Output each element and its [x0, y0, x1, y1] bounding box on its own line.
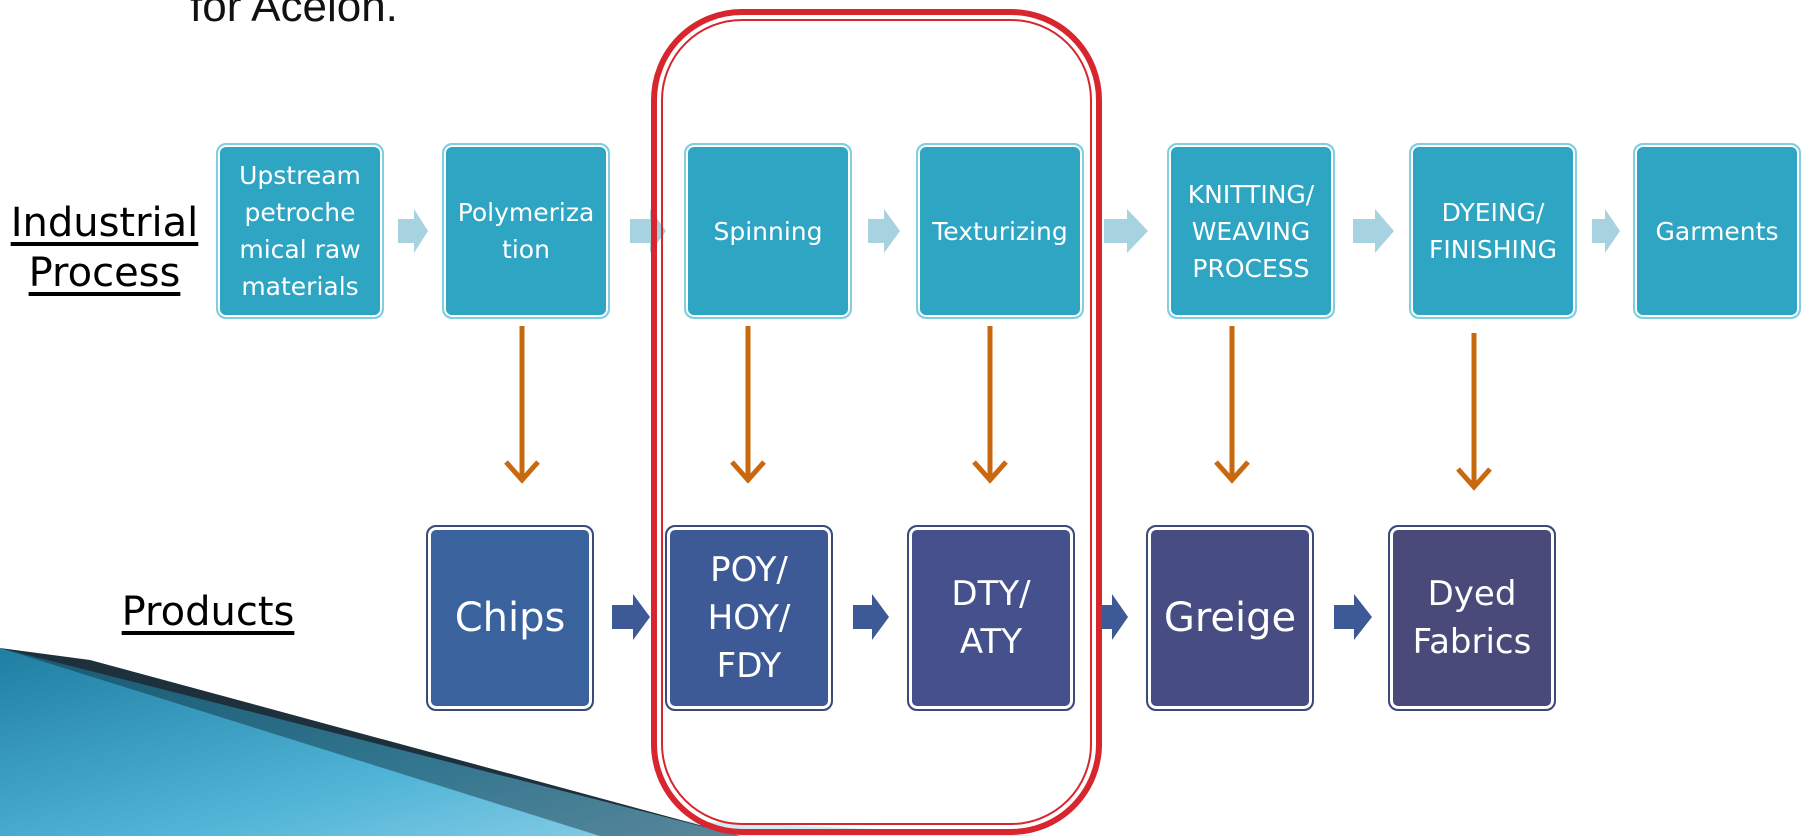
- process-arrow-6: [1592, 209, 1620, 253]
- product-greige: Greige: [1146, 525, 1314, 711]
- process-arrow-2: [630, 209, 666, 253]
- highlight-frame: [651, 9, 1102, 835]
- process-step-garments: Garments: [1633, 143, 1801, 319]
- product-arrow-3: [1098, 594, 1128, 640]
- slide-heading-fragment: for Acelon.: [190, 0, 398, 31]
- product-chips: Chips: [426, 525, 594, 711]
- highlight-frame-inner: [661, 19, 1092, 825]
- process-step-upstream: Upstream petroche mical raw materials: [216, 143, 384, 319]
- process-arrow-4: [1104, 209, 1148, 253]
- process-step-polymerization: Polymeriza tion: [442, 143, 610, 319]
- down-arrow-knitting: [1214, 326, 1250, 484]
- down-arrow-polymerization: [504, 326, 540, 484]
- product-poy-hoy-fdy: POY/ HOY/ FDY: [665, 525, 833, 711]
- down-arrow-texturizing: [972, 326, 1008, 484]
- process-arrow-3: [868, 209, 900, 253]
- products-label: Products: [121, 589, 295, 635]
- process-arrow-5: [1353, 209, 1394, 253]
- product-arrow-1: [612, 594, 650, 640]
- product-arrow-4: [1334, 594, 1372, 640]
- industrial-process-label: Industrial Process: [10, 200, 199, 296]
- process-step-dyeing-finishing: DYEING/ FINISHING: [1409, 143, 1577, 319]
- product-arrow-2: [853, 594, 889, 640]
- process-step-spinning: Spinning: [684, 143, 852, 319]
- process-step-knitting-weaving: KNITTING/ WEAVING PROCESS: [1167, 143, 1335, 319]
- process-arrow-1: [398, 209, 428, 253]
- down-arrow-spinning: [730, 326, 766, 484]
- down-arrow-dyeing: [1456, 333, 1492, 491]
- product-dty-aty: DTY/ ATY: [907, 525, 1075, 711]
- process-step-texturizing: Texturizing: [916, 143, 1084, 319]
- product-dyed-fabrics: Dyed Fabrics: [1388, 525, 1556, 711]
